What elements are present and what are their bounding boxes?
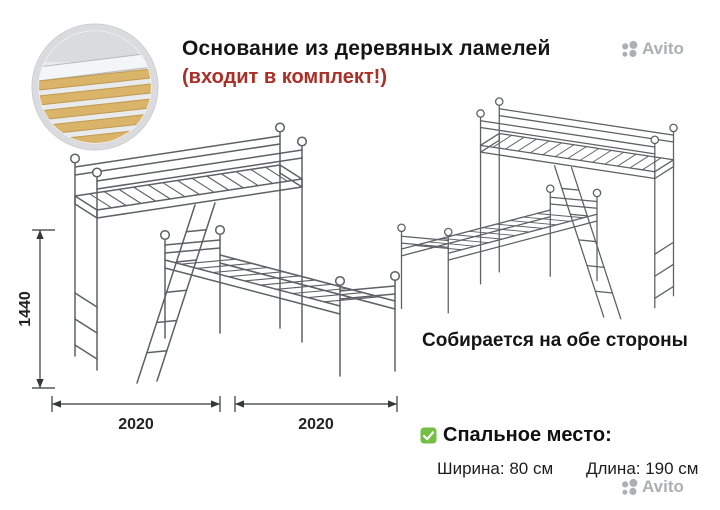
dim-width-right-label: 2020 [298,416,334,433]
avito-watermark-top: Avito [620,39,684,59]
watermark-brand: Avito [642,39,684,58]
avito-logo-icon [622,40,638,57]
avito-watermark-bottom: Avito [620,477,684,497]
post-finials [69,122,401,287]
ladder [136,202,216,384]
dimension-height [32,229,55,389]
dim-height-label: 1440 [17,291,34,327]
sleeping-length: Длина: 190 см [586,459,699,478]
base-title: Основание из деревяных ламелей [182,37,551,60]
corner-bed-diagram-left: 1440 2020 2020 [17,122,401,433]
corner-bed-diagram-right [397,97,678,320]
included-note: (входит в комплект!) [182,66,387,88]
check-icon [420,427,437,444]
upper-bunk [74,131,303,371]
avito-logo-icon [622,478,638,495]
dimension-width-left [51,396,221,412]
upper-deck-slats [89,166,288,209]
sleeping-area-title: Спальное место: [443,424,612,446]
dimension-width-right [234,396,398,412]
dim-width-left-label: 2020 [118,416,154,433]
wood-slats [39,67,151,143]
sleeping-width: Ширина: 80 см [437,459,554,478]
watermark-brand: Avito [642,477,684,496]
lower-deck-slats [180,258,380,303]
slats-photo-inset [31,23,159,151]
both-sides-caption: Собирается на обе стороны [422,330,688,351]
